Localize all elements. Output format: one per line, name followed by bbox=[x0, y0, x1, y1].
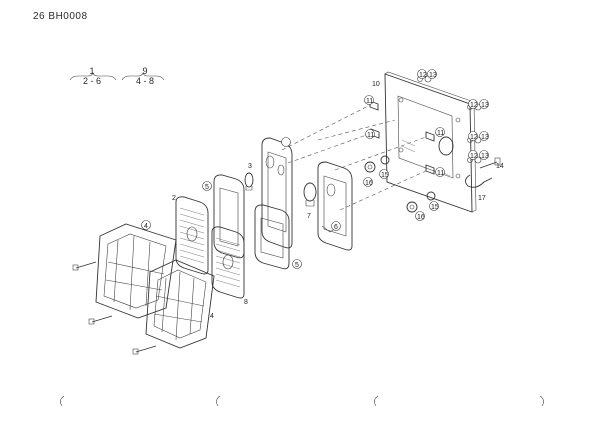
document-code: 26 BH0008 bbox=[33, 11, 88, 22]
label-13c: 13 bbox=[481, 134, 489, 141]
label-12a: 12 bbox=[419, 72, 427, 79]
label-13b: 13 bbox=[481, 102, 489, 109]
label-13a: 13 bbox=[429, 72, 437, 79]
lamp-housing-lower bbox=[317, 161, 353, 251]
label-5a: 5 bbox=[205, 184, 209, 191]
label-11b: 11 bbox=[367, 132, 374, 139]
label-8: 8 bbox=[244, 299, 248, 306]
lenses bbox=[175, 196, 245, 299]
cable-clip bbox=[465, 157, 501, 188]
group-1-range: 1 2 - 6 bbox=[68, 66, 116, 86]
label-12d: 12 bbox=[470, 153, 478, 160]
lamp-housing-upper bbox=[261, 137, 293, 249]
registration-marks bbox=[60, 395, 544, 407]
bulbs bbox=[244, 172, 317, 207]
callout-labels: 10 12 13 11 11 11 11 12 13 12 13 12 13 1… bbox=[141, 69, 504, 320]
label-12c: 12 bbox=[470, 134, 478, 141]
label-7: 7 bbox=[307, 213, 311, 220]
label-13d: 13 bbox=[481, 153, 489, 160]
label-4a: 4 bbox=[144, 223, 148, 230]
guard-screws bbox=[72, 261, 157, 355]
label-12b: 12 bbox=[470, 102, 478, 109]
label-16a: 16 bbox=[365, 180, 373, 187]
plate-screws bbox=[369, 100, 435, 175]
gaskets bbox=[213, 174, 290, 270]
label-11a: 11 bbox=[366, 98, 373, 105]
group-braces bbox=[69, 72, 165, 81]
lamp-guards bbox=[95, 223, 215, 349]
washers-15-16 bbox=[364, 155, 436, 213]
label-14: 14 bbox=[496, 163, 504, 170]
label-5b: 5 bbox=[295, 262, 299, 269]
label-3: 3 bbox=[248, 163, 252, 170]
label-2: 2 bbox=[172, 195, 176, 202]
label-10: 10 bbox=[372, 81, 380, 88]
group-9-range: 9 4 - 8 bbox=[124, 66, 166, 86]
label-16b: 16 bbox=[417, 214, 425, 221]
label-11d: 11 bbox=[437, 170, 444, 177]
group-9-number: 9 bbox=[142, 66, 148, 76]
label-17: 17 bbox=[478, 195, 486, 202]
group-1-members: 2 - 6 bbox=[82, 76, 101, 86]
group-1-number: 1 bbox=[89, 66, 95, 76]
group-9-members: 4 - 8 bbox=[135, 76, 154, 86]
label-6b: 6 bbox=[334, 224, 338, 231]
label-11c: 11 bbox=[437, 130, 444, 137]
assembly-axes bbox=[281, 104, 429, 211]
label-4b: 4 bbox=[210, 313, 214, 320]
label-15b: 15 bbox=[431, 204, 439, 211]
mounting-plate bbox=[384, 71, 477, 213]
label-15a: 15 bbox=[381, 172, 389, 179]
